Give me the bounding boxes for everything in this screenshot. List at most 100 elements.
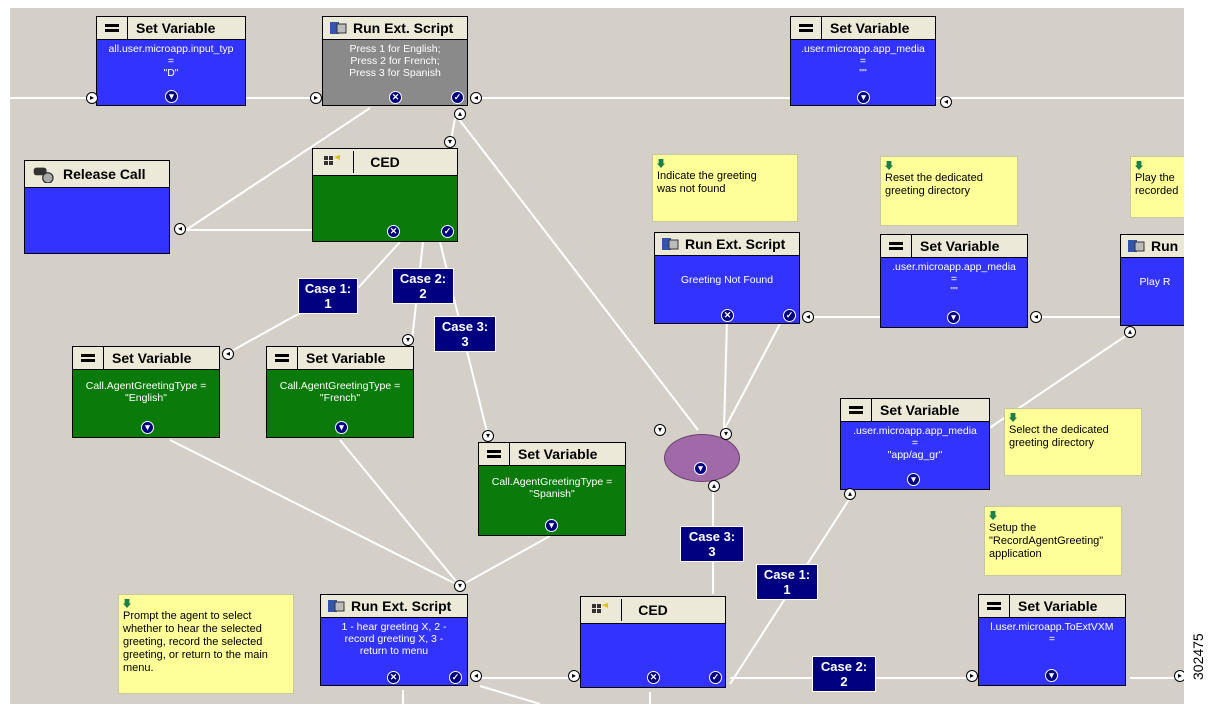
run-ext-script-node[interactable]: Run Ext. Script Press 1 for English; Pre… — [322, 16, 468, 106]
input-port-icon[interactable]: ▸ — [86, 92, 98, 104]
failure-icon[interactable]: ✕ — [387, 671, 400, 684]
success-icon[interactable]: ✓ — [709, 671, 722, 684]
input-port-icon[interactable]: ▸ — [310, 92, 322, 104]
output-port-icon[interactable]: ▸ — [1174, 670, 1184, 682]
node-header: Run Ext. Script — [323, 17, 467, 40]
node-header: Set Variable — [979, 595, 1125, 618]
node-body: Press 1 for English; Press 2 for French;… — [349, 43, 441, 79]
output-port-icon[interactable]: ◂ — [1030, 311, 1042, 323]
set-variable-node[interactable]: Set Variable .user.microapp.app_media = … — [790, 16, 936, 106]
ced-node[interactable]: CED ✕ ✓ — [312, 148, 458, 242]
node-body: Play R — [1139, 276, 1171, 288]
note-arrow-icon — [989, 511, 997, 520]
input-port-icon[interactable]: ▸ — [966, 670, 978, 682]
node-body: .user.microapp.app_media = "" — [801, 43, 925, 79]
input-port-icon[interactable]: ▾ — [720, 428, 732, 440]
case-label: Case 1: 1 — [756, 564, 818, 600]
node-title: Set Variable — [518, 446, 598, 462]
down-arrow-icon[interactable]: ▾ — [1045, 669, 1058, 682]
success-icon[interactable]: ✓ — [449, 671, 462, 684]
down-arrow-icon[interactable]: ▾ — [857, 91, 870, 104]
down-arrow-icon[interactable]: ▾ — [907, 473, 920, 486]
input-port-icon[interactable]: ▸ — [568, 670, 580, 682]
node-body: Call.AgentGreetingType = "English" — [85, 380, 207, 404]
node-title: Set Variable — [920, 238, 1000, 254]
down-arrow-icon[interactable]: ▾ — [947, 311, 960, 324]
node-title: Release Call — [63, 166, 146, 182]
output-port-icon[interactable]: ▴ — [454, 108, 466, 120]
node-header: Set Variable — [97, 17, 245, 40]
node-title: Run — [1151, 238, 1179, 254]
ced-node[interactable]: CED ✕ ✓ — [580, 596, 726, 688]
note-arrow-icon — [123, 599, 131, 608]
failure-icon[interactable]: ✕ — [387, 225, 400, 238]
node-header: Set Variable — [73, 347, 219, 370]
script-canvas: Set Variable all.user.microapp.input_typ… — [10, 8, 1184, 704]
input-port-icon[interactable]: ▾ — [454, 580, 466, 592]
node-header: Set Variable — [841, 399, 989, 422]
note-setup-application: Setup the "RecordAgentGreeting" applicat… — [984, 506, 1122, 576]
output-port-icon[interactable]: ◂ — [470, 92, 482, 104]
note-arrow-icon — [1135, 161, 1143, 170]
set-variable-node[interactable]: Set Variable .user.microapp.app_media = … — [840, 398, 990, 490]
node-body: Call.AgentGreetingType = "Spanish" — [491, 476, 613, 500]
node-body: l.user.microapp.ToExtVXM = — [990, 621, 1114, 645]
case-label: Case 3: 3 — [434, 316, 496, 352]
set-variable-node[interactable]: Set Variable l.user.microapp.ToExtVXM = … — [978, 594, 1126, 686]
node-header: Run — [1121, 235, 1184, 258]
input-port-icon[interactable]: ▴ — [844, 488, 856, 500]
input-port-icon[interactable]: ▴ — [1124, 326, 1136, 338]
input-port-icon[interactable]: ▾ — [654, 424, 666, 436]
set-variable-node[interactable]: Set Variable .user.microapp.app_media = … — [880, 234, 1028, 328]
case-label: Case 2: 2 — [392, 268, 454, 304]
note-indicate-greeting: Indicate the greeting was not found — [652, 154, 798, 222]
output-port-icon[interactable]: ◂ — [174, 223, 186, 235]
case-label: Case 1: 1 — [298, 278, 358, 314]
output-port-icon[interactable]: ◂ — [802, 311, 814, 323]
success-icon[interactable]: ✓ — [783, 309, 796, 322]
keypad-icon — [592, 603, 608, 613]
success-icon[interactable]: ✓ — [441, 225, 454, 238]
node-header: Set Variable — [267, 347, 413, 370]
node-title: CED — [370, 154, 400, 170]
node-header: Set Variable — [479, 443, 625, 466]
failure-icon[interactable]: ✕ — [721, 309, 734, 322]
set-variable-node[interactable]: Set Variable Call.AgentGreetingType = "S… — [478, 442, 626, 536]
node-title: Set Variable — [1018, 598, 1098, 614]
node-header: Release Call — [25, 161, 169, 188]
equals-icon — [889, 242, 903, 250]
input-port-icon[interactable]: ▾ — [482, 430, 494, 442]
node-body: 1 - hear greeting X, 2 - record greeting… — [341, 621, 447, 657]
down-arrow-icon[interactable]: ▾ — [694, 462, 707, 475]
run-ext-script-node[interactable]: Run Ext. Script 1 - hear greeting X, 2 -… — [320, 594, 468, 686]
output-port-icon[interactable]: ▴ — [708, 480, 720, 492]
success-icon[interactable]: ✓ — [451, 91, 464, 104]
run-ext-script-node[interactable]: Run Play R — [1120, 234, 1184, 326]
note-play-recorded: Play the recorded — [1130, 156, 1184, 218]
down-arrow-icon[interactable]: ▾ — [141, 421, 154, 434]
input-port-icon[interactable]: ▾ — [444, 136, 456, 148]
failure-icon[interactable]: ✕ — [647, 671, 660, 684]
output-port-icon[interactable]: ◂ — [940, 96, 952, 108]
down-arrow-icon[interactable]: ▾ — [165, 90, 178, 103]
input-port-icon[interactable]: ▾ — [402, 334, 414, 346]
script-icon — [330, 22, 347, 34]
node-title: Run Ext. Script — [685, 236, 786, 252]
equals-icon — [987, 602, 1001, 610]
output-port-icon[interactable]: ◂ — [222, 348, 234, 360]
release-call-node[interactable]: Release Call — [24, 160, 170, 254]
set-variable-node[interactable]: Set Variable Call.AgentGreetingType = "E… — [72, 346, 220, 438]
node-title: Set Variable — [880, 402, 960, 418]
case-label: Case 2: 2 — [812, 656, 876, 692]
failure-icon[interactable]: ✕ — [389, 91, 402, 104]
node-title: Set Variable — [830, 20, 910, 36]
set-variable-node[interactable]: Set Variable Call.AgentGreetingType = "F… — [266, 346, 414, 438]
run-ext-script-node[interactable]: Run Ext. Script Greeting Not Found ✕ ✓ — [654, 232, 800, 324]
down-arrow-icon[interactable]: ▾ — [335, 421, 348, 434]
phone-release-icon — [33, 167, 54, 183]
output-port-icon[interactable]: ◂ — [470, 670, 482, 682]
set-variable-node[interactable]: Set Variable all.user.microapp.input_typ… — [96, 16, 246, 106]
down-arrow-icon[interactable]: ▾ — [545, 519, 558, 532]
node-title: Run Ext. Script — [353, 20, 454, 36]
node-header: Set Variable — [881, 235, 1027, 258]
